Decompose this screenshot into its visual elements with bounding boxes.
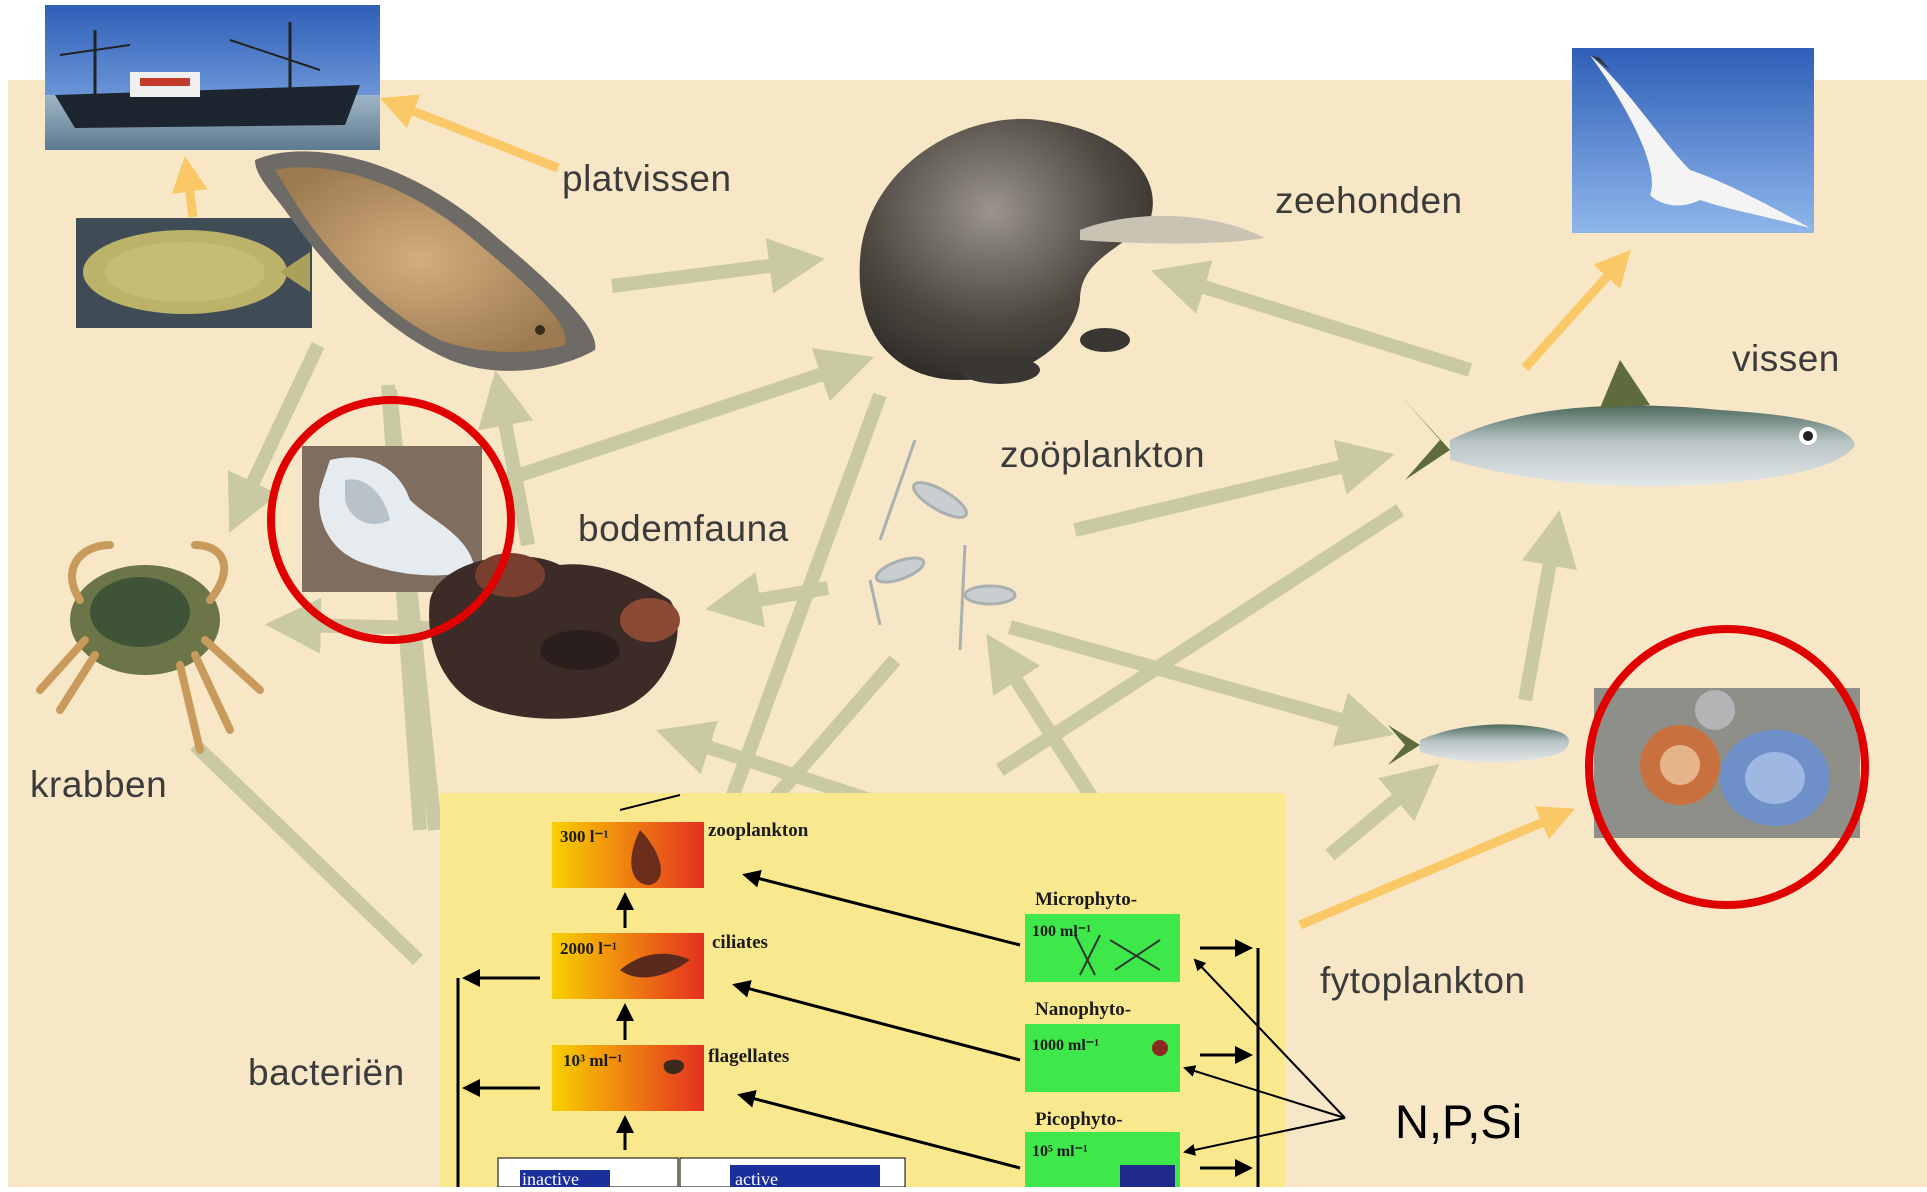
microbial-loop-inset: 300 l⁻¹ zooplankton 2000 l⁻¹ ciliates 10… [440,793,1345,1187]
ciliates-count: 2000 l⁻¹ [560,939,617,958]
nanophyto-box [1025,1024,1180,1092]
inactive-label: inactive [522,1169,579,1187]
oyster-photo [302,446,482,592]
label-zooplankton: zoöplankton [1000,434,1205,476]
jellyfish-photo [1594,688,1860,838]
label-krabben: krabben [30,764,167,806]
flagellates-count: 10³ ml⁻¹ [563,1051,622,1070]
flagellates-label: flagellates [708,1046,789,1067]
nanophyto-title: Nanophyto- [1035,999,1131,1020]
arrow-flatfish-to-trawler [187,172,193,217]
zooplankton-count: 300 l⁻¹ [560,827,609,846]
active-label: active [735,1169,778,1187]
microphyto-count: 100 ml⁻¹ [1032,923,1091,940]
flatfish-photo [76,218,312,328]
microphyto-title: Microphyto- [1035,889,1137,910]
label-platvissen: platvissen [562,158,732,200]
label-nutrients: N,P,Si [1395,1094,1522,1149]
label-bacterien: bacteriën [248,1052,405,1094]
ciliates-label: ciliates [712,932,768,953]
label-zeehonden: zeehonden [1275,180,1463,222]
gull-photo [1572,48,1814,233]
label-fytoplankton: fytoplankton [1320,960,1526,1002]
label-vissen: vissen [1732,338,1840,380]
zooplankton-label: zooplankton [708,820,809,841]
trawler-photo [45,5,380,150]
nanophyto-count: 1000 ml⁻¹ [1032,1037,1099,1054]
picophyto-title: Picophyto- [1035,1109,1123,1130]
picophyto-count: 10⁵ ml⁻¹ [1032,1143,1088,1160]
label-bodemfauna: bodemfauna [578,508,789,550]
